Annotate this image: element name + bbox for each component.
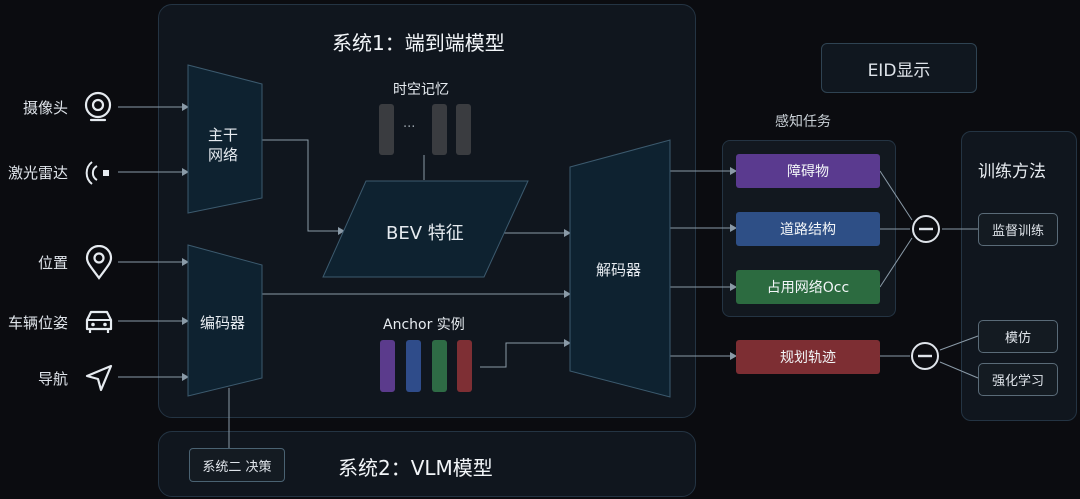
input-label-vehicle-pose: 车辆位姿 <box>8 314 69 332</box>
input-label-lidar: 激光雷达 <box>8 164 69 182</box>
system2-decision-box[interactable]: 系统二 决策 <box>189 448 285 482</box>
task-planning-trajectory[interactable]: 规划轨迹 <box>736 340 880 374</box>
minus-operator-perception <box>912 215 940 243</box>
memory-dots: ··· <box>403 120 416 135</box>
anchor-bar <box>406 340 421 392</box>
encoder-label: 编码器 <box>200 314 246 332</box>
camera-icon <box>84 91 112 122</box>
system2-title: 系统2：VLM模型 <box>338 456 493 480</box>
task-road-structure[interactable]: 道路结构 <box>736 212 880 246</box>
car-icon <box>85 310 113 333</box>
location-pin-icon <box>85 245 113 280</box>
memory-bar <box>379 104 394 155</box>
training-reinforcement[interactable]: 强化学习 <box>978 363 1058 396</box>
perception-title: 感知任务 <box>775 114 831 130</box>
encoder-block <box>187 244 263 397</box>
line-occ-op <box>879 237 913 288</box>
anchor-bar <box>432 340 447 392</box>
memory-bar <box>432 104 447 155</box>
task-occupancy[interactable]: 占用网络Occ <box>736 270 880 304</box>
input-label-location: 位置 <box>37 254 68 272</box>
input-label-camera: 摄像头 <box>22 99 68 117</box>
training-title: 训练方法 <box>978 162 1046 182</box>
anchor-title: Anchor 实例 <box>383 317 465 333</box>
line-op-rl <box>939 361 979 379</box>
training-imitation[interactable]: 模仿 <box>978 320 1058 353</box>
line-anchor-decoder <box>480 339 571 368</box>
decoder-label: 解码器 <box>596 261 642 279</box>
navigation-arrow-icon <box>85 364 113 392</box>
lidar-icon <box>85 161 109 185</box>
backbone-label-line1: 主干 <box>208 126 239 144</box>
input-label-navigation: 导航 <box>37 370 68 388</box>
bev-feature-block <box>322 180 529 278</box>
anchor-bar <box>457 340 472 392</box>
line-op-imitation <box>939 335 979 351</box>
system1-title: 系统1：端到端模型 <box>332 31 505 55</box>
memory-title: 时空记忆 <box>393 82 449 98</box>
minus-operator-planning <box>911 342 939 370</box>
training-supervised[interactable]: 监督训练 <box>978 213 1058 246</box>
backbone-label-line2: 网络 <box>208 146 239 164</box>
line-backbone-bev <box>262 139 345 235</box>
task-obstacle[interactable]: 障碍物 <box>736 154 880 188</box>
line-obstacle-op <box>879 170 913 221</box>
eid-display-box[interactable]: EID显示 <box>821 43 977 93</box>
anchor-bar <box>380 340 395 392</box>
bev-label: BEV 特征 <box>386 223 464 244</box>
memory-bar <box>456 104 471 155</box>
decoder-block <box>569 139 671 398</box>
backbone-block <box>187 64 263 214</box>
